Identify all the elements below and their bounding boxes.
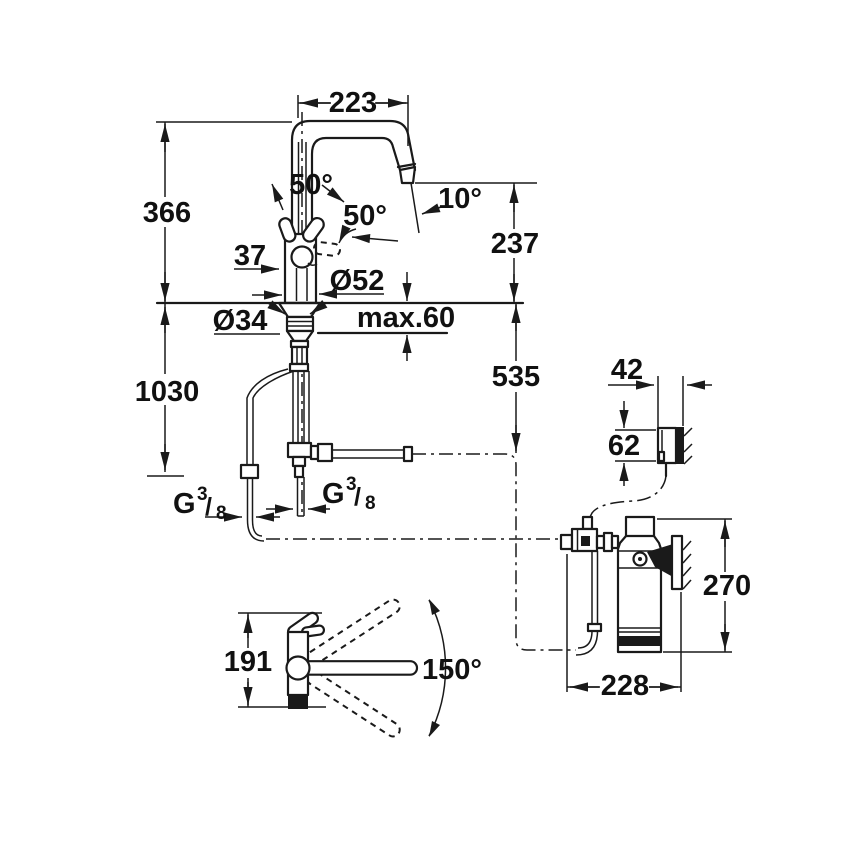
svg-text:/: / (354, 483, 361, 511)
swivel-joint (285, 655, 311, 681)
handle-lever-right (301, 216, 325, 243)
thread-g38-left: G 3 / 8 (173, 484, 280, 524)
dim-535-label: 535 (492, 361, 540, 393)
filter-unit (559, 515, 692, 656)
power-cable (588, 475, 667, 520)
arc-arrow-up (429, 599, 440, 615)
swivel-arc (428, 599, 447, 737)
dim-366: 366 (141, 121, 292, 303)
angle-10-label: 10° (438, 183, 482, 215)
branch-fitting (316, 442, 334, 463)
dim-270: 270 (657, 518, 751, 653)
thread-label: G (173, 488, 196, 520)
angle-10: 10° (410, 182, 482, 234)
dim-228: 228 (566, 554, 682, 702)
wall-hatch (683, 427, 693, 437)
dim-37: 37 (234, 240, 279, 274)
dim-191-label: 191 (224, 646, 272, 678)
shank (290, 345, 309, 366)
countertop (155, 301, 525, 335)
hose-routing-centerlines (266, 453, 576, 651)
faucet-main-view (239, 112, 417, 542)
escutcheon (277, 301, 322, 319)
svg-text:3: 3 (346, 474, 357, 495)
angle-150-label: 150° (422, 654, 482, 686)
dim-62-label: 62 (608, 430, 640, 462)
dim-270-label: 270 (703, 570, 751, 602)
tee-block (286, 441, 313, 459)
route-to-cooler (412, 453, 576, 651)
dial-knob (290, 245, 314, 269)
dim-1030: 1030 (130, 303, 206, 477)
cable-connector (581, 515, 594, 531)
holder-mount (676, 427, 684, 464)
spout-plan (292, 660, 419, 676)
dim-37-label: 37 (234, 240, 266, 272)
dim-228-label: 228 (601, 670, 649, 702)
handle-lever-pulled-dashed (313, 241, 341, 257)
arc-arrow-down (429, 721, 440, 737)
svg-text:8: 8 (216, 503, 227, 524)
faucet-plan-view (285, 598, 447, 738)
hose-left-fitting (239, 463, 260, 480)
mousseur (398, 165, 417, 185)
angle-50-down-label: 50° (343, 200, 387, 232)
bracket-plate (670, 534, 684, 591)
svg-text:3: 3 (197, 484, 208, 505)
wall-hatch (682, 540, 692, 551)
angle-50-down: 50° (338, 200, 399, 244)
hose-manifold (288, 362, 310, 373)
spout-swivel-dashed-down (305, 670, 401, 738)
dim-223: 223 (297, 87, 409, 146)
filter-cap (624, 515, 656, 538)
spray-head-seam (396, 162, 417, 169)
dim-42: 42 (608, 354, 712, 427)
dim-191: 191 (224, 612, 326, 708)
dim-52-label: Ø52 (330, 265, 385, 297)
dim-1030-label: 1030 (135, 376, 200, 408)
filter-cartridge (616, 534, 663, 654)
bracket-arm (647, 544, 673, 577)
dim-max60: max.60 (357, 272, 455, 361)
spout-inner (310, 136, 402, 237)
inlet-stub (559, 533, 574, 551)
dim-366-label: 366 (143, 197, 191, 229)
dim-535: 535 (492, 303, 540, 453)
dimension-annotations: 223 366 1030 37 50° (130, 87, 751, 708)
base-plan (288, 695, 308, 709)
spout-outer (290, 119, 417, 305)
filter-band (618, 636, 661, 646)
thread-g38-right: G 3 / 8 (266, 474, 376, 514)
dim-237-label: 237 (491, 228, 539, 260)
dim-34-label: Ø34 (213, 305, 268, 337)
dim-52: Ø52 (252, 265, 385, 300)
handle-lever-left (278, 217, 297, 243)
svg-text:8: 8 (365, 493, 376, 514)
thread-label: G (322, 478, 345, 510)
dim-34: Ø34 (213, 300, 328, 337)
hose-left (246, 368, 289, 465)
dim-62: 62 (608, 401, 656, 486)
dim-42-label: 42 (611, 354, 643, 386)
angle-50-up-label: 50° (289, 169, 333, 201)
dim-237: 237 (415, 182, 539, 303)
locknut (285, 315, 315, 333)
angle-50-up: 50° (271, 169, 345, 211)
svg-text:/: / (205, 493, 212, 521)
dim-max60-label: max.60 (357, 302, 455, 334)
dim-223-label: 223 (329, 87, 377, 119)
wall-power-box (588, 426, 693, 520)
angle-150: 150° (422, 654, 482, 686)
